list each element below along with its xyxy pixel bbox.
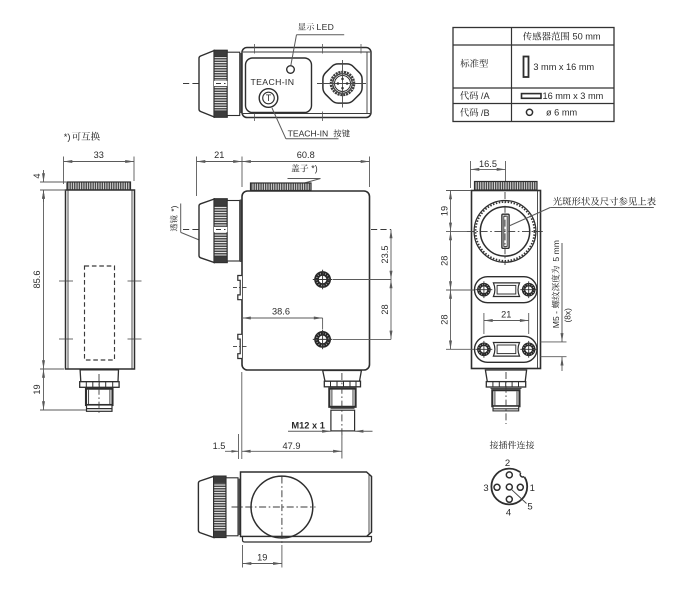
svg-text:60.8: 60.8 — [297, 150, 315, 160]
svg-text:33: 33 — [94, 150, 104, 160]
svg-text:19: 19 — [257, 552, 267, 562]
svg-text:19: 19 — [439, 206, 449, 216]
svg-text:28: 28 — [380, 304, 390, 314]
svg-text:/B: /B — [481, 108, 490, 118]
svg-text:LED: LED — [317, 22, 335, 32]
svg-text:TEACH-IN: TEACH-IN — [251, 77, 295, 87]
svg-text:4: 4 — [506, 507, 511, 518]
svg-text:TEACH-IN: TEACH-IN — [288, 129, 329, 139]
svg-text:*): *) — [311, 164, 317, 174]
svg-text:1.5: 1.5 — [213, 441, 226, 451]
svg-text:M12 x 1: M12 x 1 — [291, 420, 325, 430]
svg-text:ø 6 mm: ø 6 mm — [546, 108, 577, 118]
svg-text:28: 28 — [439, 315, 449, 325]
svg-text:1: 1 — [530, 483, 535, 494]
svg-text:5: 5 — [527, 501, 532, 512]
svg-text:3 mm x 16 mm: 3 mm x 16 mm — [533, 62, 594, 72]
svg-text:23.5: 23.5 — [380, 246, 390, 264]
svg-text:16.5: 16.5 — [479, 159, 497, 169]
svg-text:T: T — [266, 93, 272, 103]
svg-text:21: 21 — [214, 150, 224, 160]
svg-text:28: 28 — [439, 256, 449, 266]
svg-text:M5 -: M5 - — [551, 311, 561, 328]
svg-text:16 mm x 3 mm: 16 mm x 3 mm — [543, 91, 604, 101]
svg-text:85.6: 85.6 — [32, 271, 42, 289]
svg-text:50 mm: 50 mm — [573, 32, 601, 42]
svg-text:38.6: 38.6 — [272, 307, 290, 317]
svg-text:19: 19 — [32, 384, 42, 394]
svg-text:2: 2 — [505, 458, 510, 469]
svg-text:/A: /A — [481, 91, 491, 101]
svg-text:21: 21 — [501, 309, 511, 319]
svg-text:(8x): (8x) — [562, 308, 572, 323]
svg-text:*): *) — [64, 132, 71, 143]
svg-text:47.9: 47.9 — [283, 441, 301, 451]
svg-text:5 mm: 5 mm — [551, 240, 561, 261]
svg-text:*): *) — [170, 205, 179, 211]
svg-text:3: 3 — [483, 483, 488, 494]
svg-text:4: 4 — [32, 173, 42, 178]
